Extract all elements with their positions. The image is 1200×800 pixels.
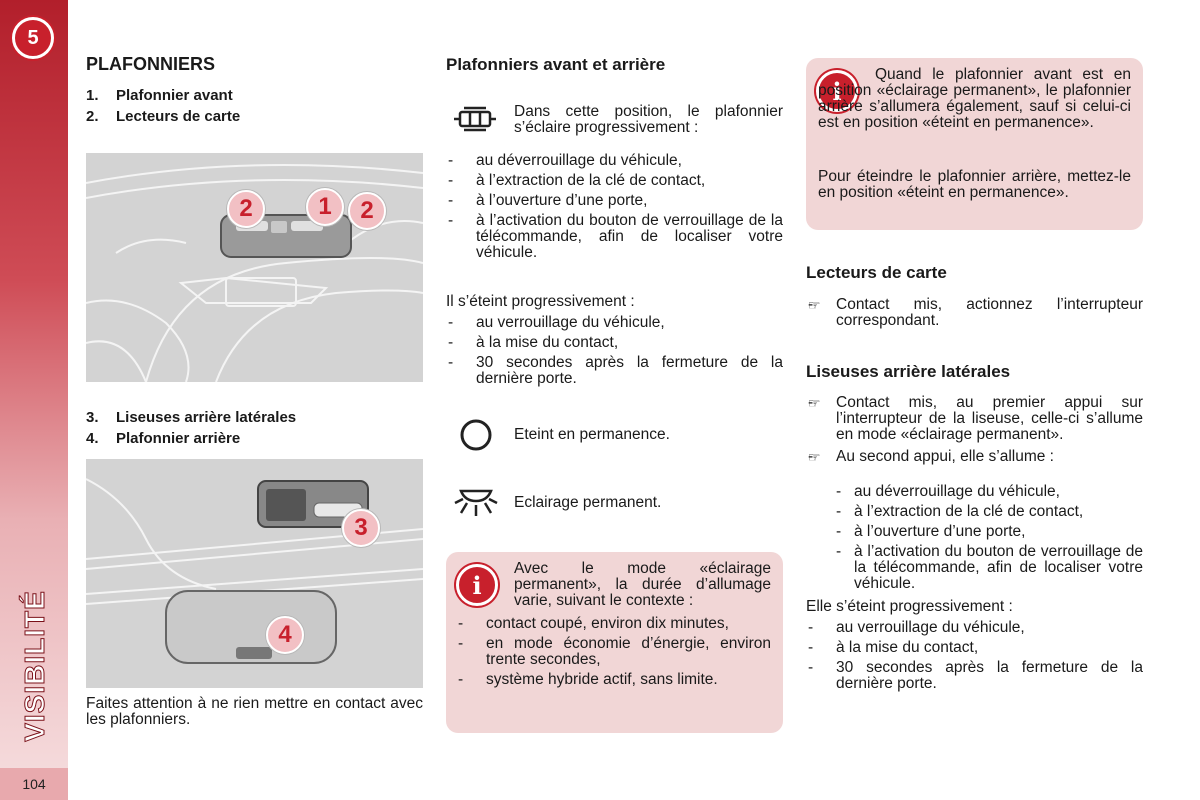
info-icon: i	[816, 70, 858, 112]
rear-lights-illustration: 3 4	[86, 459, 423, 688]
info-duration-list: contact coupé, environ dix minutes, en m…	[456, 616, 771, 692]
legend-list-a: 1.Plafonnier avant 2.Lecteurs de carte	[86, 87, 240, 129]
mode-off-text: Eteint en permanence.	[514, 426, 670, 443]
list-item: à la mise du contact,	[806, 640, 1143, 657]
info-box-permanent-duration: i Avec le mode «éclairage permanent», la…	[446, 552, 783, 733]
legend-item: 4.Plafonnier arrière	[86, 430, 241, 447]
info-paragraph: Pour éteindre le plafonnier arrière, met…	[818, 168, 1131, 201]
chapter-number-badge: 5	[12, 17, 54, 59]
turn-off-list: au verrouillage du véhicule, à la mise d…	[806, 620, 1143, 696]
info-icon: i	[456, 564, 498, 606]
list-item: ☞Au second appui, elle s’allume :	[806, 449, 1143, 466]
front-ceiling-light-illustration: 2 1 2	[86, 153, 423, 382]
warning-note: Faites attention à ne rien mettre en con…	[86, 695, 423, 728]
list-item: au verrouillage du véhicule,	[806, 620, 1143, 637]
list-item: à l’ouverture d’une porte,	[806, 524, 1143, 541]
page-title: PLAFONNIERS	[86, 54, 216, 74]
rear-side-lights-list: ☞Contact mis, au premier appui sur l’int…	[806, 395, 1143, 469]
legend-item: 1.Plafonnier avant	[86, 87, 233, 104]
list-item: ☞Contact mis, au premier appui sur l’int…	[806, 395, 1143, 443]
info-box-rear-light: i Quand le plafonnier avant est en posit…	[806, 58, 1143, 230]
list-item: à l’activation du bouton de verrouillage…	[806, 544, 1143, 592]
list-item: au déverrouillage du véhicule,	[806, 484, 1143, 501]
mode-permanent-text: Eclairage permanent.	[514, 494, 662, 511]
list-item: en mode économie d’énergie, environ tren…	[456, 636, 771, 668]
list-item: au déverrouillage du véhicule,	[446, 153, 783, 170]
list-item: à l’activation du bouton de verrouillage…	[446, 213, 783, 261]
callout-3: 3	[342, 509, 380, 547]
page-number: 104	[0, 768, 68, 800]
callout-1: 1	[306, 188, 344, 226]
second-press-list: au déverrouillage du véhicule, à l’extra…	[806, 484, 1143, 596]
section-title: VISIBILITÉ	[19, 590, 51, 743]
legend-item: 2.Lecteurs de carte	[86, 108, 241, 125]
callout-2: 2	[227, 190, 265, 228]
list-item: contact coupé, environ dix minutes,	[456, 616, 771, 633]
list-item: à la mise du contact,	[446, 335, 783, 352]
list-item: à l’extraction de la clé de contact,	[446, 173, 783, 190]
legend-item: 3.Liseuses arrière latérales	[86, 409, 297, 426]
section-heading-front-rear: Plafonniers avant et arrière	[446, 55, 666, 74]
pointing-hand-icon: ☞	[808, 297, 821, 313]
section-heading-map-readers: Lecteurs de carte	[806, 263, 947, 282]
info-intro: Avec le mode «éclairage permanent», la d…	[514, 560, 771, 609]
map-readers-list: ☞Contact mis, actionnez l’interrupteur c…	[806, 297, 1143, 335]
section-heading-rear-side-lights: Liseuses arrière latérales	[806, 362, 1011, 381]
mode-door-list: au déverrouillage du véhicule, à l’extra…	[446, 153, 783, 265]
turn-off-list: au verrouillage du véhicule, à la mise d…	[446, 315, 783, 391]
list-item: à l’extraction de la clé de contact,	[806, 504, 1143, 521]
list-item: 30 secondes après la fermeture de la der…	[446, 355, 783, 387]
pointing-hand-icon: ☞	[808, 395, 821, 411]
door-courtesy-light-icon	[450, 102, 500, 136]
mode-door-text: Dans cette position, le plafonnier s’écl…	[514, 103, 783, 136]
list-item: à l’ouverture d’une porte,	[446, 193, 783, 210]
turn-off-intro: Elle s’éteint progressivement :	[806, 598, 1013, 615]
pointing-hand-icon: ☞	[808, 449, 821, 465]
permanent-light-icon	[453, 485, 499, 519]
circle-off-icon	[459, 418, 493, 452]
chapter-sidebar: 5 VISIBILITÉ 104	[0, 0, 68, 800]
callout-2: 2	[348, 192, 386, 230]
list-item: au verrouillage du véhicule,	[446, 315, 783, 332]
list-item: système hybride actif, sans limite.	[456, 672, 771, 689]
turn-off-intro: Il s’éteint progressivement :	[446, 293, 635, 310]
info-paragraph: Quand le plafonnier avant est en positio…	[818, 66, 1131, 131]
rear-lights-drawing	[86, 478, 423, 664]
callout-4: 4	[266, 616, 304, 654]
list-item: ☞Contact mis, actionnez l’interrupteur c…	[806, 297, 1143, 329]
ceiling-drawing	[86, 164, 423, 382]
legend-list-b: 3.Liseuses arrière latérales 4.Plafonnie…	[86, 409, 296, 451]
list-item: 30 secondes après la fermeture de la der…	[806, 660, 1143, 692]
